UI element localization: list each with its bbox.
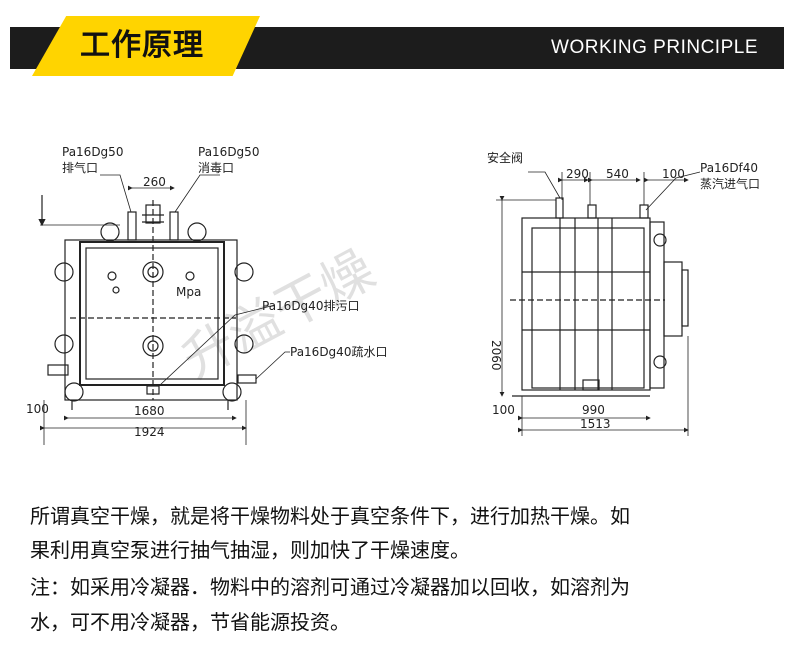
paragraph-line-1: 所谓真空干燥，就是将干燥物料处于真空条件下，进行加热干燥。如 <box>30 504 630 528</box>
left-exhaust-label: 排气口 <box>62 160 98 175</box>
left-leaders <box>40 174 290 445</box>
left-front-view <box>38 195 257 410</box>
page-title: 工作原理 <box>80 28 204 63</box>
right-dim-2060: 2060 <box>489 340 503 371</box>
left-dim-1680: 1680 <box>134 404 165 418</box>
right-leaders <box>496 171 701 436</box>
left-drain-label: Pa16Dg40疏水口 <box>290 344 387 359</box>
left-dim-1924: 1924 <box>134 425 165 439</box>
right-dim-290: 290 <box>566 167 589 181</box>
right-dim-990: 990 <box>582 403 605 417</box>
paragraph-line-2: 果利用真空泵进行抽气抽湿，则加快了干燥速度。 <box>30 538 470 562</box>
right-dim-1513: 1513 <box>580 417 611 431</box>
right-safety-valve-label: 安全阀 <box>487 150 523 165</box>
right-steam-spec: Pa16Df40 <box>700 161 758 175</box>
note-line-1: 注：如采用冷凝器．物料中的溶剂可通过冷凝器加以回收，如溶剂为 <box>30 575 630 599</box>
left-disinfect-label: 消毒口 <box>198 161 234 175</box>
right-body <box>521 217 651 391</box>
left-dim-100: 100 <box>26 402 49 416</box>
page-subtitle: WORKING PRINCIPLE <box>551 37 758 58</box>
left-disinfect-spec: Pa16Dg50 <box>198 145 259 159</box>
left-dim-260: 260 <box>143 175 166 189</box>
right-dim-540: 540 <box>606 167 629 181</box>
left-outer-frame <box>64 239 238 401</box>
header-accent <box>32 16 260 76</box>
watermark: 升溢干燥 <box>173 240 385 391</box>
right-steam-label: 蒸汽进气口 <box>700 176 760 191</box>
left-exhaust-spec: Pa16Dg50 <box>62 145 123 159</box>
note-line-2: 水，可不用冷凝器，节省能源投资。 <box>30 610 350 634</box>
right-dim-100-bottom: 100 <box>492 403 515 417</box>
right-dim-100-top: 100 <box>662 167 685 181</box>
right-side-view <box>510 197 689 397</box>
left-gauge-label: Mpa <box>176 285 201 299</box>
left-sewage-label: Pa16Dg40排污口 <box>262 299 359 313</box>
technical-drawing: 升溢干燥 <box>26 145 760 445</box>
